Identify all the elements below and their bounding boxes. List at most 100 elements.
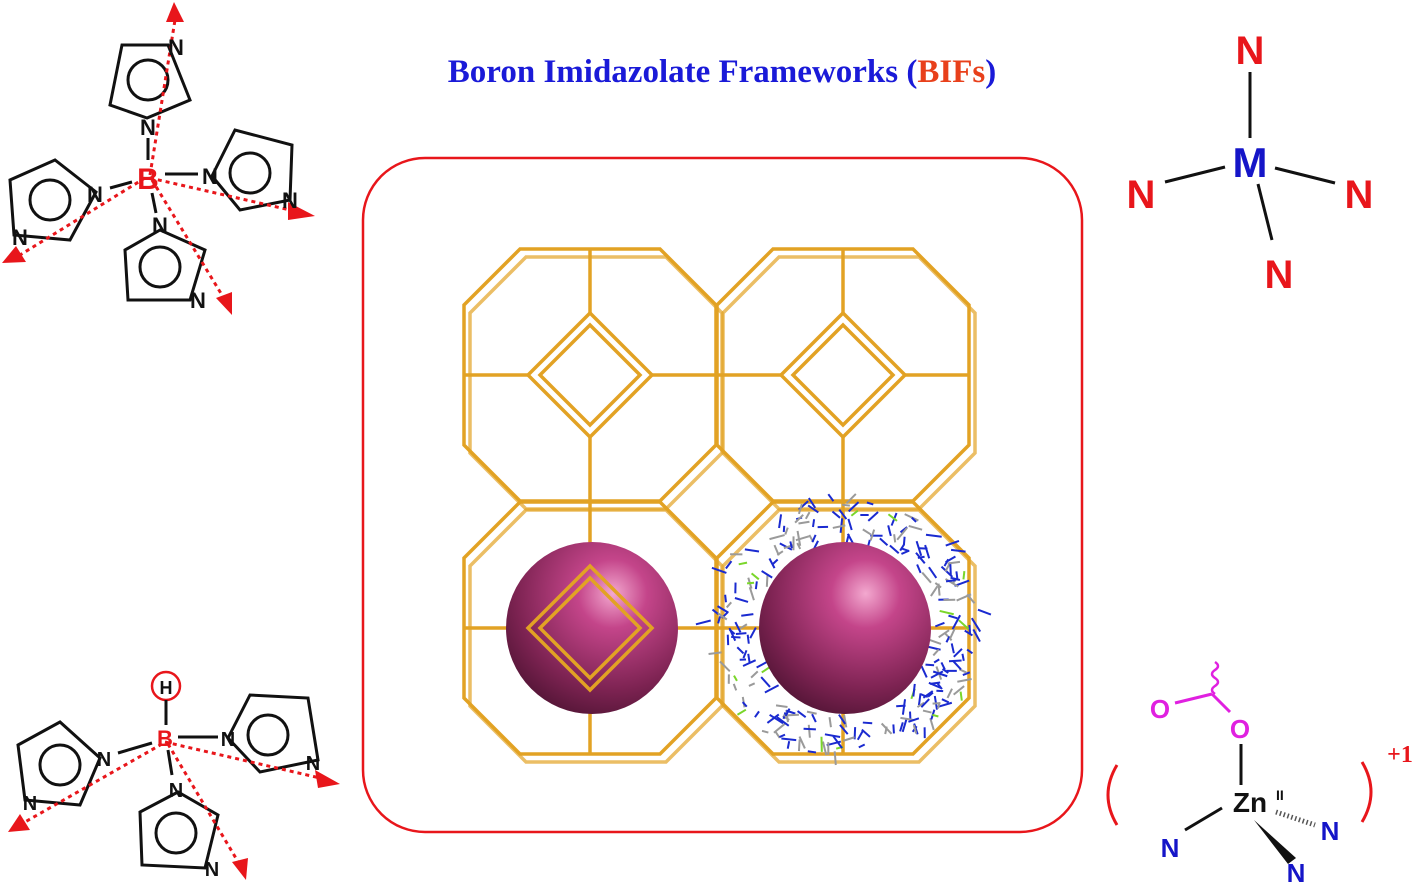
nitrogen-label: N xyxy=(12,225,28,250)
molecular-bond xyxy=(843,715,848,728)
molecular-bond xyxy=(955,571,959,581)
nitrogen-label: N xyxy=(221,729,235,751)
molecular-bond xyxy=(724,594,727,603)
square-window-edge xyxy=(778,310,908,440)
square-window-edge xyxy=(790,322,896,428)
molecular-bond xyxy=(738,623,748,630)
molecular-bond xyxy=(807,724,811,738)
molecular-bond xyxy=(734,621,742,633)
square-window-edge xyxy=(525,310,655,440)
molecular-bond xyxy=(807,497,817,509)
molecular-bond xyxy=(833,751,837,766)
molecular-bond xyxy=(947,560,961,565)
square-window-edge xyxy=(525,563,655,693)
molecular-bond xyxy=(889,544,900,555)
nitrogen-label: N xyxy=(1236,29,1265,73)
molecular-bond xyxy=(940,662,946,671)
tetrahedral-boron-imidazolate: B N N N N N N N N xyxy=(2,2,315,315)
molecular-bond xyxy=(838,509,848,520)
nitrogen-label: N xyxy=(23,793,37,815)
molecular-bond xyxy=(925,663,935,667)
molecular-bond xyxy=(738,561,748,566)
molecular-bond xyxy=(945,635,951,643)
molecular-bond xyxy=(921,571,932,584)
molecular-bond xyxy=(936,682,943,690)
molecular-bond xyxy=(797,739,801,752)
molecular-bond xyxy=(750,670,759,679)
molecular-bond xyxy=(934,582,942,589)
diagram-title: Boron Imidazolate Frameworks (BIFs) xyxy=(448,54,996,90)
molecular-bond xyxy=(901,718,908,733)
square-window-edge xyxy=(537,322,643,428)
molecular-bond xyxy=(761,570,773,579)
nitrogen-label: N xyxy=(1265,253,1294,297)
molecular-bond xyxy=(827,493,835,502)
molecular-bond xyxy=(932,713,939,718)
molecular-bond xyxy=(927,691,934,698)
molecular-bond xyxy=(915,552,926,564)
molecular-bond xyxy=(862,528,872,536)
molecular-bond xyxy=(725,560,733,570)
title-close: ) xyxy=(985,54,996,90)
left-bracket xyxy=(1106,764,1119,826)
molecular-bond xyxy=(746,634,750,644)
molecular-bond xyxy=(804,511,811,520)
molecular-bond xyxy=(733,675,738,682)
right-bracket xyxy=(1360,761,1373,823)
molecular-bond xyxy=(922,709,932,714)
boron-label: B xyxy=(157,726,173,751)
molecular-bond xyxy=(941,668,949,674)
molecular-bond xyxy=(908,525,923,531)
molecular-bond xyxy=(912,683,916,697)
molecular-bond xyxy=(966,648,974,655)
molecular-bond xyxy=(824,733,841,739)
molecular-bond xyxy=(769,713,784,725)
octagon-cage-edge xyxy=(468,508,724,764)
molecular-bond xyxy=(765,573,769,587)
molecular-bond xyxy=(749,627,757,639)
molecular-bond xyxy=(766,713,780,724)
molecular-bond xyxy=(769,534,785,541)
molecular-bond xyxy=(957,677,972,683)
molecular-bond xyxy=(806,710,817,715)
oxidation-state: II xyxy=(1276,787,1284,803)
molecular-bond xyxy=(779,733,786,738)
nitrogen-label: N xyxy=(97,749,111,771)
molecular-bond xyxy=(784,527,789,535)
oxygen-label: O xyxy=(1230,714,1250,744)
molecular-bond xyxy=(956,593,972,602)
molecular-bond xyxy=(796,710,807,718)
molecular-bond xyxy=(736,646,745,655)
molecular-bond xyxy=(807,750,817,754)
molecular-bond xyxy=(848,501,860,513)
molecular-bond xyxy=(945,555,956,564)
molecular-bond xyxy=(843,736,855,742)
molecular-bond xyxy=(928,681,942,689)
molecular-bond xyxy=(711,608,720,616)
molecular-bond xyxy=(719,660,731,673)
molecular-bond xyxy=(948,614,958,620)
molecular-bond xyxy=(908,717,920,723)
molecular-bond xyxy=(761,729,769,734)
boron-label: B xyxy=(137,163,159,196)
molecular-bond xyxy=(893,534,897,543)
molecular-bond xyxy=(750,572,760,581)
molecular-bond xyxy=(961,653,965,662)
molecular-bond xyxy=(920,693,929,698)
nitrogen-label: N xyxy=(152,213,168,238)
nitrogen-label: N xyxy=(1287,858,1306,886)
molecular-bond xyxy=(821,741,828,756)
molecular-bond xyxy=(917,693,922,706)
molecular-bond xyxy=(924,544,931,559)
molecular-bond xyxy=(929,717,935,731)
molecular-bond xyxy=(939,609,954,616)
molecular-bond xyxy=(911,516,917,523)
molecular-bond xyxy=(920,698,930,708)
molecular-bond xyxy=(904,513,919,522)
molecular-bond xyxy=(786,741,791,749)
molecular-bond xyxy=(781,737,797,742)
molecular-bond xyxy=(748,586,755,601)
title-abbr: BIFs xyxy=(917,54,985,90)
molecular-bond xyxy=(768,558,776,569)
